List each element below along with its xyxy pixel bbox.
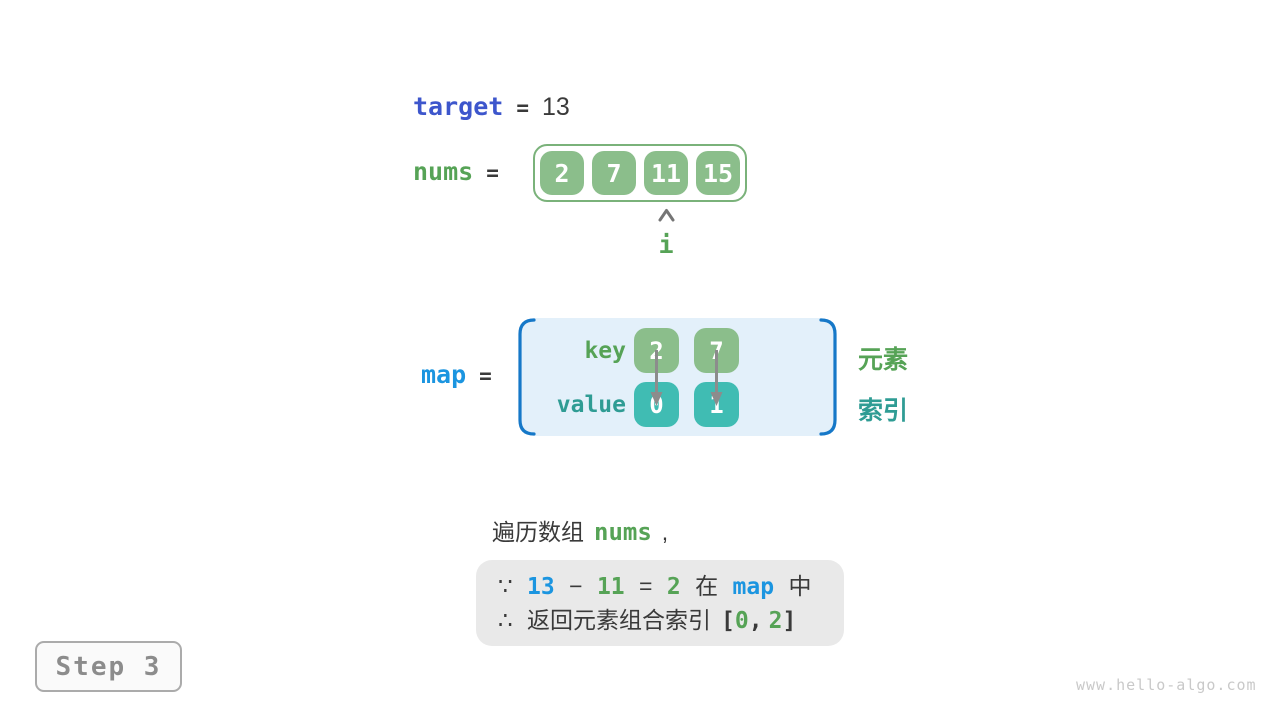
note-index-b: 2 [768,608,783,634]
target-equals: = [516,96,529,120]
target-value: 13 [541,93,570,121]
note-line-1: ∵ 13 − 11 = 2 在 map 中 [494,570,826,604]
target-variable: target [413,92,504,121]
pointer-caret-icon [658,209,675,222]
minus-sign: − [569,573,583,599]
open-bracket: [ [721,608,735,634]
index-side-label: 索引 [858,397,909,425]
nums-array-cell: 2 [540,151,584,195]
close-bracket: ] [782,608,797,634]
nums-array: 2 7 11 15 [533,144,747,202]
map-brace-left [518,318,536,436]
pointer-label: i [658,230,674,259]
note-comma: , [748,608,763,634]
nums-equals: = [486,161,499,185]
target-declaration: target = 13 [413,92,570,122]
note-return-text: 返回元素组合索引 [527,607,712,633]
note-index-a: 0 [734,608,749,634]
note-in-suffix: 中 [788,573,812,599]
note-map-ref: map [732,574,775,600]
note-difference-value: 2 [666,574,681,600]
map-key-label: key [584,338,626,364]
map-declaration: map = [421,360,492,389]
note-current-value: 11 [596,574,625,600]
map-container: key value 2 7 0 1 [518,318,837,436]
note-target-value: 13 [527,574,555,600]
equals-sign: = [639,573,653,599]
therefore-symbol: ∴ [498,607,513,633]
note-line-2: ∴ 返回元素组合索引 [0,2] [494,604,826,638]
key-to-value-arrow-icon [650,350,663,406]
nums-variable: nums [413,157,474,186]
element-side-label: 元素 [858,346,909,374]
because-symbol: ∵ [498,573,513,599]
watermark: www.hello-algo.com [1076,676,1257,694]
note-in-prefix: 在 [695,573,719,599]
caption-text: 遍历数组 [492,519,584,545]
map-value-label: value [556,392,626,418]
nums-array-cell: 7 [592,151,636,195]
map-variable: map [421,360,467,389]
conclusion-note: ∵ 13 − 11 = 2 在 map 中 ∴ 返回元素组合索引[0,2] [476,560,844,646]
caption-code-nums: nums [594,518,652,546]
nums-array-cell: 15 [696,151,740,195]
map-equals: = [479,364,492,388]
caption-sentence: 遍历数组 nums , [492,513,668,547]
nums-array-cell: 11 [644,151,688,195]
nums-declaration: nums = [413,157,499,186]
map-brace-right [819,318,837,436]
key-to-value-arrow-icon [710,350,723,406]
caption-comma: , [661,519,669,545]
step-badge: Step 3 [35,641,182,692]
